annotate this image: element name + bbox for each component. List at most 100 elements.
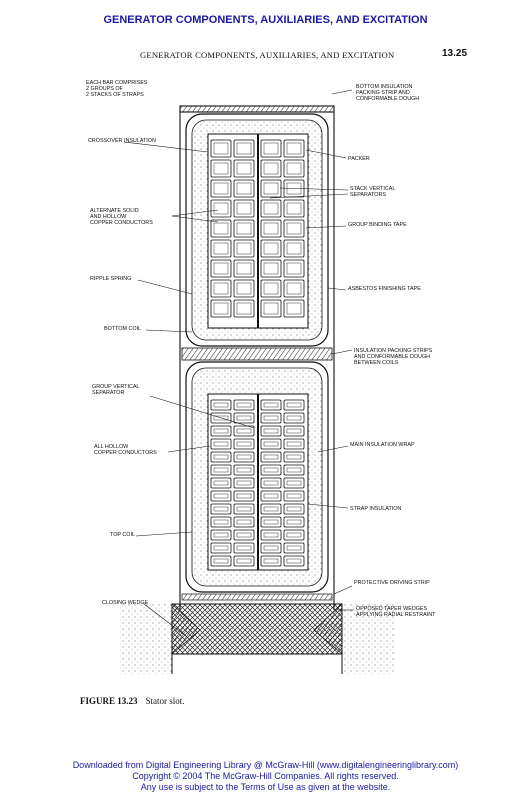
conductor-hollow-core xyxy=(263,428,279,434)
conductor-hollow-core xyxy=(263,142,279,155)
conductor-hollow-core xyxy=(286,519,302,525)
conductor-strap xyxy=(210,542,232,554)
protective-driving-strip xyxy=(181,593,333,601)
conductor-hollow-core xyxy=(213,262,229,275)
conductor-hollow-core xyxy=(263,454,279,460)
bottom-coil xyxy=(185,113,329,347)
conductor-strap xyxy=(283,219,305,238)
label-crossover-insulation: CROSSOVER INSULATION xyxy=(88,138,156,144)
footer-download-line: Downloaded from Digital Engineering Libr… xyxy=(72,760,459,770)
label-ripple-spring: RIPPLE SPRING xyxy=(90,276,132,282)
conductor-hollow-core xyxy=(213,480,229,486)
conductor-hollow-core xyxy=(263,402,279,408)
conductor-strap xyxy=(210,438,232,450)
conductor-hollow-core xyxy=(213,142,229,155)
conductor-strap xyxy=(260,542,282,554)
conductor-hollow-core xyxy=(213,202,229,215)
conductor-hollow-core xyxy=(236,428,252,434)
conductor-hollow-core xyxy=(236,162,252,175)
conductor-strap xyxy=(210,299,232,318)
label-all-hollow-conductors: ALL HOLLOW COPPER CONDUCTORS xyxy=(94,444,157,457)
stator-slot-diagram xyxy=(120,89,394,674)
conductor-hollow-core xyxy=(286,142,302,155)
conductor-strap xyxy=(233,179,255,198)
conductor-strap xyxy=(283,159,305,178)
conductor-strap xyxy=(260,399,282,411)
conductor-strap xyxy=(233,490,255,502)
conductor-hollow-core xyxy=(236,402,252,408)
conductor-strap xyxy=(283,529,305,541)
conductor-hollow-core xyxy=(286,454,302,460)
footer-terms-line: Any use is subject to the Terms of Use a… xyxy=(140,782,391,792)
conductor-hollow-core xyxy=(286,441,302,447)
conductor-strap xyxy=(260,464,282,476)
conductor-strap xyxy=(260,219,282,238)
conductor-hollow-core xyxy=(236,480,252,486)
top-coil xyxy=(185,361,329,593)
conductor-hollow-core xyxy=(286,222,302,235)
conductor-strap xyxy=(260,279,282,298)
conductor-strap xyxy=(210,516,232,528)
bottom-coil-conductors xyxy=(210,139,305,318)
conductor-hollow-core xyxy=(236,558,252,564)
conductor-strap xyxy=(283,425,305,437)
conductor-hollow-core xyxy=(263,415,279,421)
label-bottom-coil: BOTTOM COIL xyxy=(104,326,142,332)
conductor-strap xyxy=(233,425,255,437)
conductor-hollow-core xyxy=(213,402,229,408)
conductor-hollow-core xyxy=(286,493,302,499)
label-top-coil: TOP COIL xyxy=(110,532,135,538)
conductor-strap xyxy=(260,438,282,450)
conductor-hollow-core xyxy=(286,532,302,538)
conductor-hollow-core xyxy=(213,182,229,195)
conductor-strap xyxy=(283,477,305,489)
leader-lines xyxy=(123,89,354,637)
conductor-strap xyxy=(260,412,282,424)
conductor-hollow-core xyxy=(213,558,229,564)
conductor-strap xyxy=(283,239,305,258)
conductor-hollow-core xyxy=(263,467,279,473)
conductor-strap xyxy=(233,516,255,528)
conductor-strap xyxy=(210,529,232,541)
conductor-strap xyxy=(283,464,305,476)
conductor-strap xyxy=(233,477,255,489)
conductor-hollow-core xyxy=(236,182,252,195)
conductor-hollow-core xyxy=(213,302,229,315)
conductor-hollow-core xyxy=(213,519,229,525)
packing-strip-between-coils xyxy=(181,347,333,361)
conductor-hollow-core xyxy=(263,222,279,235)
conductor-strap xyxy=(283,259,305,278)
conductor-hollow-core xyxy=(286,202,302,215)
conductor-hollow-core xyxy=(263,441,279,447)
conductor-strap xyxy=(210,399,232,411)
conductor-hollow-core xyxy=(236,493,252,499)
label-alternate-conductors: ALTERNATE SOLID AND HOLLOW COPPER CONDUC… xyxy=(90,208,153,227)
conductor-strap xyxy=(233,412,255,424)
conductor-hollow-core xyxy=(236,262,252,275)
conductor-hollow-core xyxy=(213,545,229,551)
conductor-strap xyxy=(283,399,305,411)
conductor-hollow-core xyxy=(286,282,302,295)
top-coil-conductors xyxy=(210,399,305,567)
conductor-hollow-core xyxy=(263,519,279,525)
conductor-hollow-core xyxy=(213,282,229,295)
conductor-strap xyxy=(283,490,305,502)
figure-number: FIGURE 13.23 xyxy=(80,696,138,706)
conductor-hollow-core xyxy=(286,242,302,255)
conductor-strap xyxy=(233,239,255,258)
conductor-strap xyxy=(210,139,232,158)
conductor-strap xyxy=(260,451,282,463)
conductor-strap xyxy=(210,451,232,463)
conductor-hollow-core xyxy=(236,545,252,551)
conductor-hollow-core xyxy=(263,493,279,499)
conductor-strap xyxy=(260,529,282,541)
label-asbestos-finishing-tape: ASBESTOS FINISHING TAPE xyxy=(348,286,421,292)
conductor-strap xyxy=(233,399,255,411)
label-group-binding-tape: GROUP BINDING TAPE xyxy=(348,222,407,228)
conductor-strap xyxy=(210,259,232,278)
footer: Downloaded from Digital Engineering Libr… xyxy=(0,760,531,793)
conductor-hollow-core xyxy=(263,262,279,275)
running-head: GENERATOR COMPONENTS, AUXILIARIES, AND E… xyxy=(140,50,395,60)
conductor-hollow-core xyxy=(236,242,252,255)
slot-walls xyxy=(179,105,335,610)
